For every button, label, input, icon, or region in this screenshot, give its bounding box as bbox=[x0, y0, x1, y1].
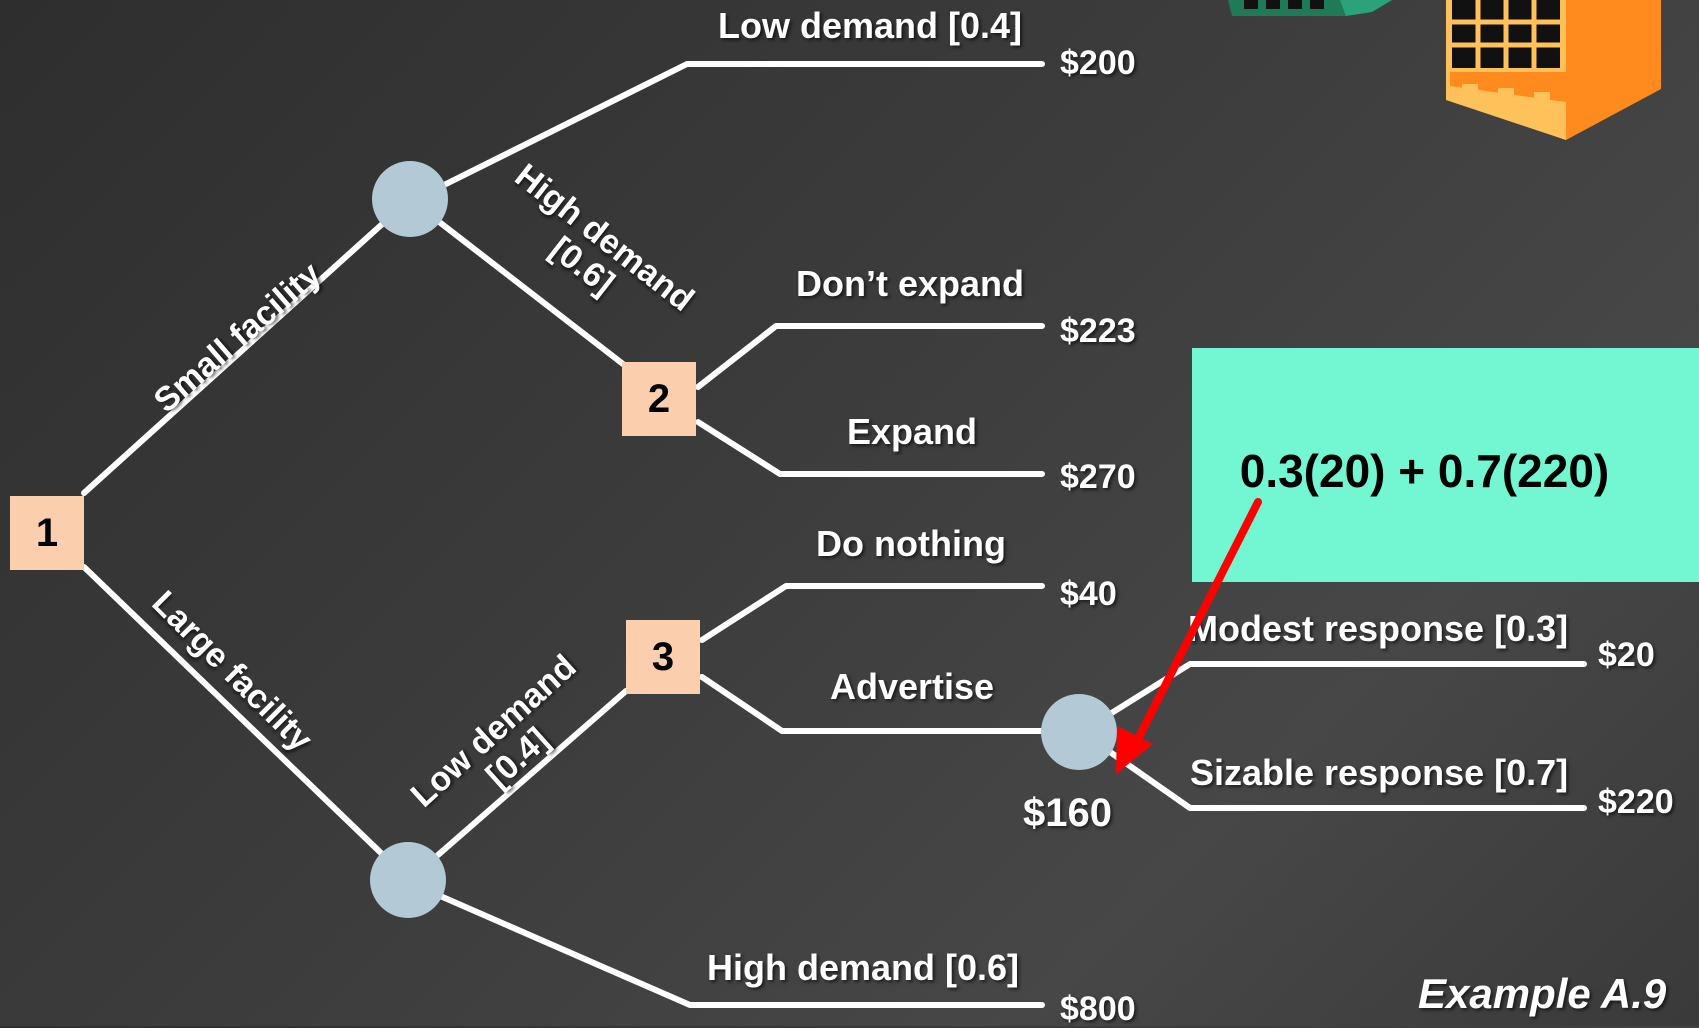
label-sizable-response: Sizable response [0.7] bbox=[1190, 752, 1569, 793]
decision-node-3[interactable]: 3 bbox=[626, 620, 700, 694]
chance-node-large[interactable] bbox=[370, 842, 446, 918]
branch-dont-expand bbox=[695, 323, 1045, 390]
payoff-expand: $270 bbox=[1060, 458, 1136, 496]
label-expand: Expand bbox=[847, 411, 978, 452]
calculation-box: 0.3(20) + 0.7(220) bbox=[1192, 348, 1699, 582]
label-large-high-demand: High demand [0.6] bbox=[707, 947, 1020, 988]
branch-large-facility bbox=[81, 564, 411, 882]
branch-advertise bbox=[699, 674, 1045, 734]
branch-small-low-demand bbox=[437, 61, 1045, 190]
payoff-sizable: $220 bbox=[1598, 783, 1674, 821]
branch-large-low-demand bbox=[435, 688, 629, 858]
orange-building-icon bbox=[1446, 0, 1661, 140]
branch-small-high-demand bbox=[435, 218, 626, 367]
branch-small-facility bbox=[81, 196, 413, 496]
branch-large-high-demand bbox=[435, 892, 1045, 1008]
label-small-low-demand: Low demand [0.4] bbox=[718, 5, 1023, 46]
payoff-modest: $20 bbox=[1598, 636, 1655, 674]
branch-expand bbox=[695, 419, 1045, 477]
example-label: Example A.9 bbox=[1418, 970, 1667, 1017]
payoff-do-nothing: $40 bbox=[1060, 575, 1117, 613]
chance-node-advertise[interactable] bbox=[1041, 694, 1117, 770]
decision-node-2[interactable]: 2 bbox=[622, 362, 696, 436]
payoff-large-high: $800 bbox=[1060, 990, 1136, 1028]
label-advertise: Advertise bbox=[830, 666, 995, 707]
branch-do-nothing bbox=[699, 583, 1045, 643]
calculation-text: 0.3(20) + 0.7(220) bbox=[1239, 445, 1610, 497]
green-building-icon bbox=[1228, 0, 1392, 16]
decision-node-1[interactable]: 1 bbox=[10, 496, 84, 570]
label-do-nothing: Do nothing bbox=[816, 523, 1006, 564]
payoff-dont-expand: $223 bbox=[1060, 312, 1136, 350]
chance-node-small[interactable] bbox=[372, 161, 448, 237]
payoff-small-low: $200 bbox=[1060, 44, 1136, 82]
label-dont-expand: Don’t expand bbox=[796, 263, 1025, 304]
payoff-advertise-expected: $160 bbox=[1023, 791, 1112, 835]
